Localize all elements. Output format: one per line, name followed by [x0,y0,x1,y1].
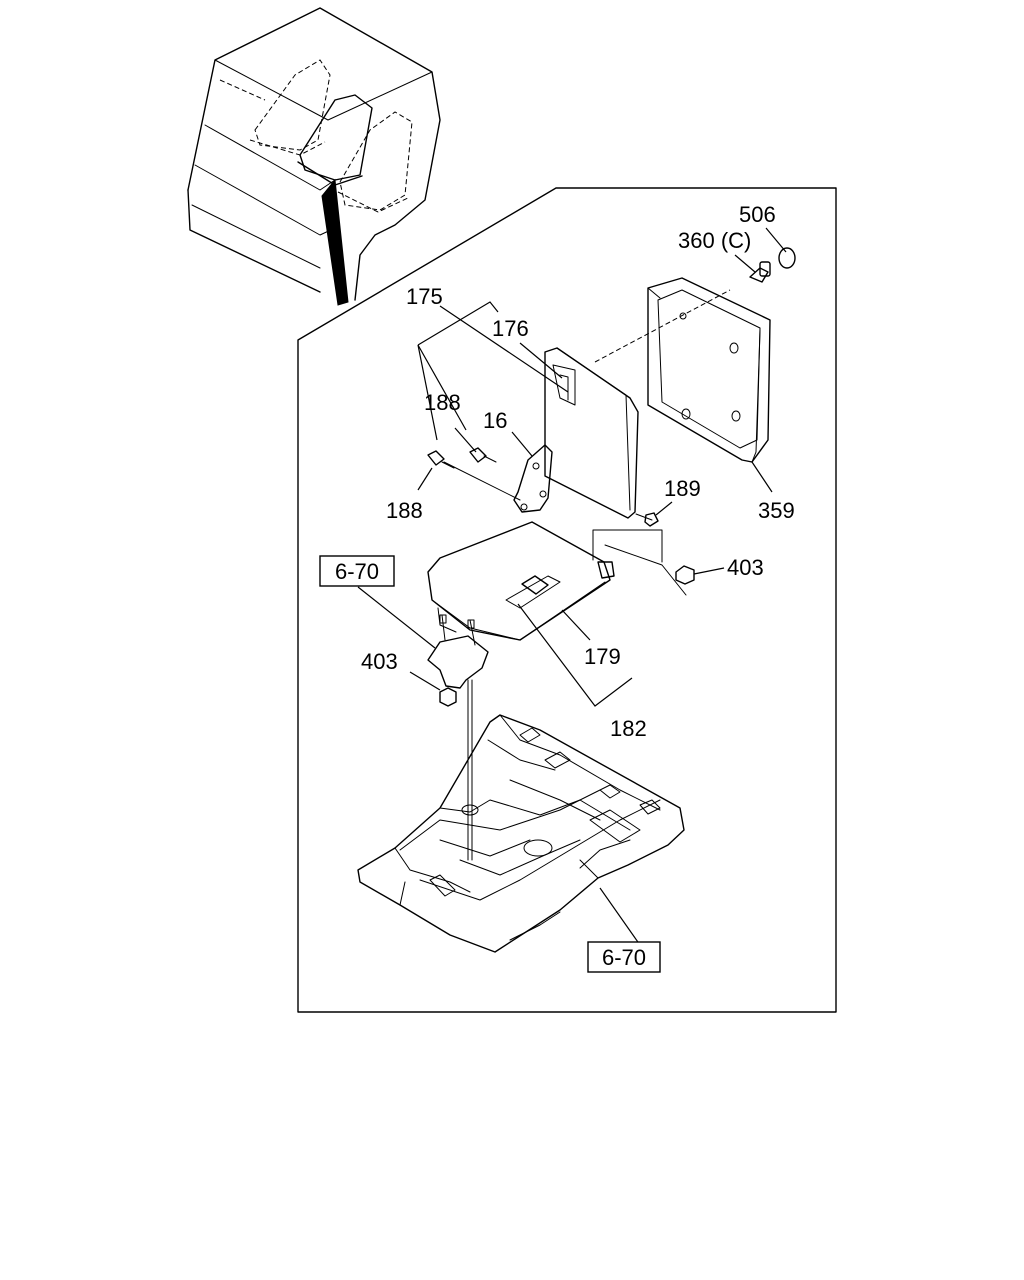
callout-175: 175 [406,284,443,309]
callout-506: 506 [739,202,776,227]
callout-403-left: 403 [361,649,398,674]
seat-back-frame-359 [647,277,771,463]
nut-403-left [439,687,457,707]
ref-label-top: 6-70 [335,559,379,584]
callout-189: 189 [664,476,701,501]
seat-mount-bracket [427,614,489,689]
callout-403-right: 403 [727,555,764,580]
callout-182: 182 [610,716,647,741]
ref-label-bottom: 6-70 [602,945,646,970]
cab-overview [187,7,441,306]
callout-359: 359 [758,498,795,523]
leader-lines [357,227,787,946]
callout-179: 179 [584,644,621,669]
ref-box-top: 6-70 [319,555,395,587]
seat-back-pad-176 [544,347,639,519]
cap-506 [778,247,796,269]
screw-360 [749,261,771,283]
floor-pan [357,714,685,953]
hinge-bracket-16 [513,444,553,513]
nut-403-right [675,565,695,585]
callout-16: 16 [483,408,507,433]
seat-cushion [427,521,615,641]
bolt-188-lower [427,450,455,469]
callout-360-c: 360 (C) [678,228,751,253]
bolt-188-upper [469,447,497,463]
ref-box-bottom: 6-70 [587,941,661,973]
callout-176: 176 [492,316,529,341]
nut-189 [644,512,659,527]
callout-188-upper: 188 [424,390,461,415]
detail-frame [297,187,837,1013]
callout-188-lower: 188 [386,498,423,523]
